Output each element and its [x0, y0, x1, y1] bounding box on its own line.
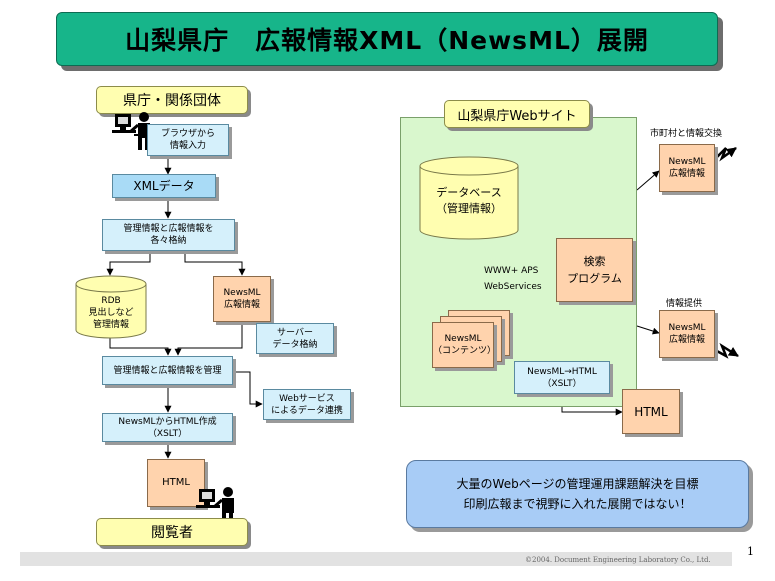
- html-create-box: NewsMLからHTML作成（XSLT）: [102, 413, 233, 442]
- viewer-pill: 閲覧者: [96, 518, 248, 546]
- page-title: 山梨県庁 広報情報XML（NewsML）展開: [56, 12, 718, 66]
- database-cylinder: [419, 156, 519, 240]
- database-label: データベース（管理情報）: [436, 186, 502, 215]
- newsml-stack-front: NewsML（コンテンツ）: [432, 322, 496, 368]
- xml-data-box: XMLデータ: [112, 174, 216, 198]
- webservices-label: WebServices: [484, 282, 542, 292]
- browser-input-box: ブラウザから情報入力: [147, 124, 229, 156]
- www-aps-label: WWW+ APS: [484, 266, 539, 276]
- provide-outbound-arrow: [714, 342, 739, 359]
- arrow-store-to-rdb: [106, 252, 151, 276]
- arrow-store-to-newsml: [184, 252, 246, 276]
- html-doc-left: HTML: [147, 459, 205, 507]
- web-service-box: Webサービスによるデータ連携: [263, 389, 351, 420]
- rdb-cylinder: [75, 275, 147, 339]
- website-pill: 山梨県庁Webサイト: [444, 100, 590, 128]
- footer-bar: [20, 552, 732, 566]
- arrow-site-to-provide: [636, 325, 660, 335]
- provide-label: 情報提供: [666, 299, 703, 309]
- arrow-site-to-exchange: [636, 170, 660, 191]
- exchange-outbound-arrow: [715, 146, 737, 162]
- arrow-newsml-to-manage: [174, 322, 243, 356]
- government-pill: 県庁・関係団体: [96, 86, 248, 114]
- goal-statement: 大量のWebページの管理運用課題解決を目標 印刷広報まで視野に入れた展開ではない…: [406, 460, 749, 528]
- store-info-box: 管理情報と広報情報を各々格納: [102, 219, 235, 251]
- search-program-box: 検索プログラム: [556, 238, 633, 302]
- copyright: ©2004. Document Engineering Laboratory C…: [525, 556, 711, 564]
- manage-info-box: 管理情報と広報情報を管理: [102, 356, 233, 385]
- exchange-label: 市町村と情報交換: [650, 129, 723, 139]
- html-doc-right: HTML: [622, 389, 680, 434]
- arrow-rdb-to-manage: [109, 338, 172, 356]
- server-store-box: サーバーデータ格納: [256, 323, 334, 354]
- page-number: 1: [747, 545, 754, 558]
- xslt-box: NewsML→HTML（XSLT）: [514, 361, 610, 394]
- arrow-manage-to-webservice: [233, 371, 263, 408]
